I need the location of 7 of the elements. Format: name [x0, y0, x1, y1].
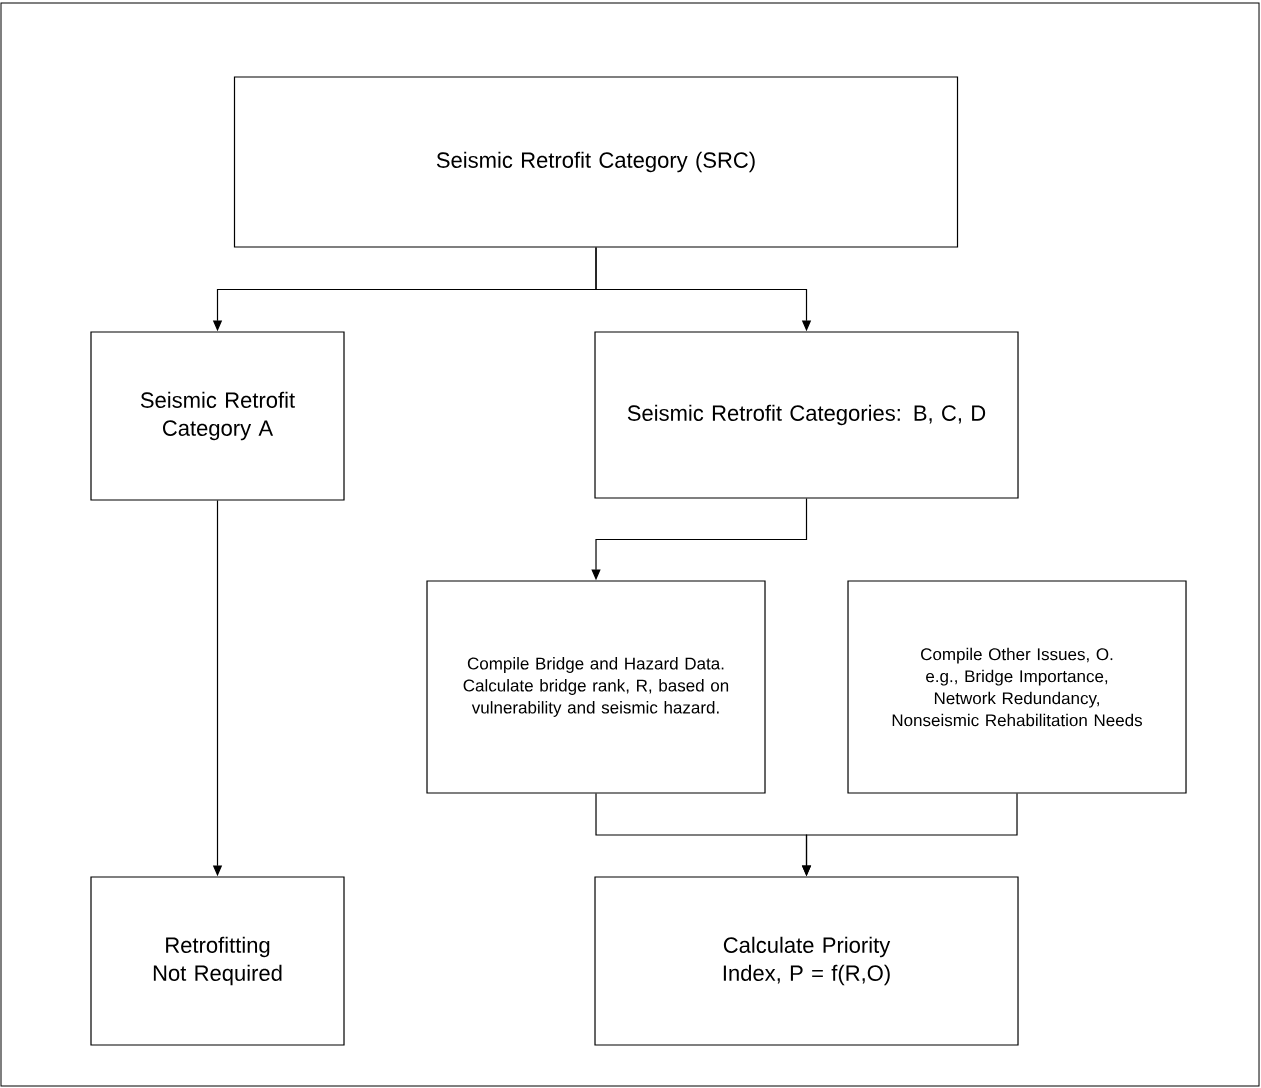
process-box: Compile Bridge and Hazard Data. Calculate bridge rank, R, based on vulnerability and seismic hazard. [426, 580, 766, 794]
process-box: Seismic Retrofit Category A [90, 331, 345, 501]
process-box: Compile Other Issues, O. e.g., Bridge Importance, Network Redundancy, Nonseismic Rehabilitation Needs [847, 580, 1187, 794]
process-box: Calculate Priority Index, P = f(R,O) [594, 876, 1019, 1046]
process-box: Seismic Retrofit Category (SRC) [233, 76, 959, 248]
process-box: Retrofitting Not Required [90, 876, 345, 1046]
process-box: Seismic Retrofit Categories: B, C, D [594, 331, 1019, 499]
